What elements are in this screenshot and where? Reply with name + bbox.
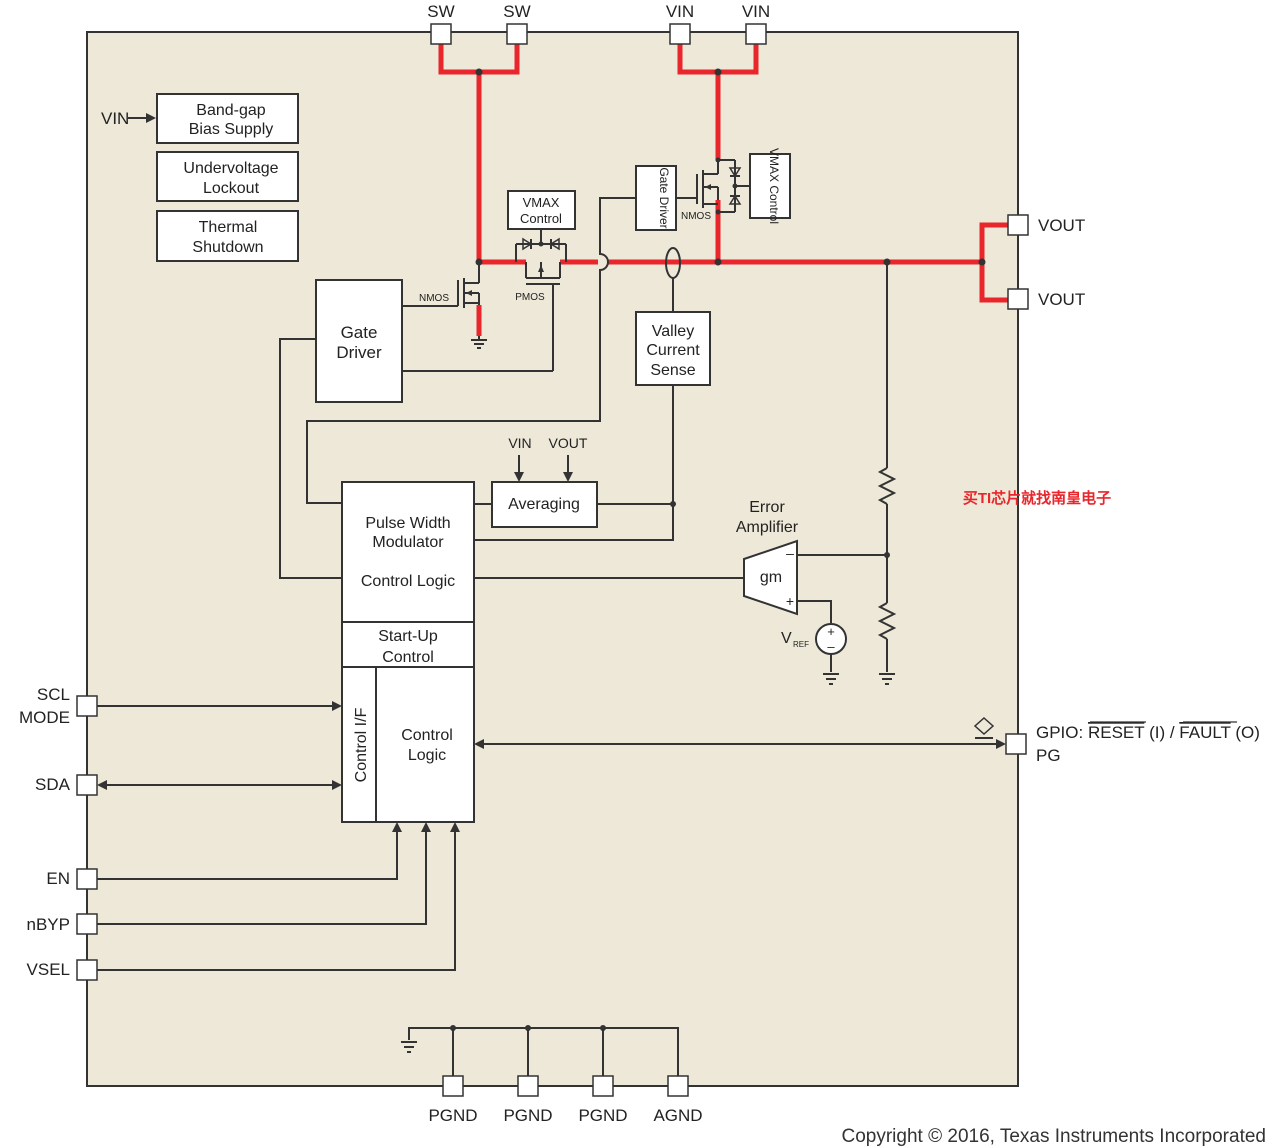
arrow-icon: [146, 113, 156, 123]
open-drain-icon: [973, 716, 995, 736]
vmax-control-block-1: [507, 190, 576, 230]
vmax-control-block-2: [749, 153, 791, 219]
pin-vout-2: [1007, 288, 1029, 310]
pmos-label: PMOS: [515, 292, 545, 303]
pin-vout-1-label: VOUT: [1038, 216, 1085, 235]
gate-driver-small-label: Gate Driver: [657, 167, 671, 228]
pin-vsel-label: VSEL: [27, 960, 70, 979]
nmos-low-side: [402, 262, 480, 308]
error-amplifier: [743, 539, 798, 616]
pin-pgnd-1: [442, 1075, 464, 1097]
pin-vin-2-label: VIN: [742, 2, 770, 21]
gate-driver-small-block: [635, 165, 677, 231]
pin-sda: [76, 774, 98, 796]
vmax-control-1-label-1: VMAX: [523, 195, 560, 210]
resistor-top: [877, 467, 897, 505]
pin-nbyp-label: nBYP: [27, 915, 70, 934]
pin-vout-1: [1007, 214, 1029, 236]
pin-agnd-label: AGND: [653, 1106, 702, 1125]
gate-driver-label-2: Driver: [336, 343, 382, 362]
pin-nbyp: [76, 913, 98, 935]
svg-text:–: –: [786, 545, 794, 561]
pin-vin-1-label: VIN: [666, 2, 694, 21]
ground-icon: [823, 673, 839, 685]
pin-pgnd-2-label: PGND: [503, 1106, 552, 1125]
pin-agnd: [667, 1075, 689, 1097]
gate-drive-wire: [306, 197, 636, 504]
pin-vin-1: [669, 23, 691, 45]
vin-input-label: VIN: [101, 109, 129, 128]
pin-gpio: [1005, 733, 1027, 755]
nmos-high-label: NMOS: [681, 211, 711, 222]
thermal-label-1: Thermal: [199, 219, 258, 236]
pin-vin-2: [745, 23, 767, 45]
pin-pgnd-2: [517, 1075, 539, 1097]
resistor-bottom: [877, 602, 897, 640]
ground-icon: [401, 1041, 417, 1053]
control-logic-label-2: Logic: [408, 747, 446, 764]
pin-scl-label: SCL: [37, 685, 70, 704]
pin-sw-2-label: SW: [503, 2, 530, 21]
pwm-control-block: [341, 481, 475, 823]
pin-en-label: EN: [46, 869, 70, 888]
pin-vsel: [76, 959, 98, 981]
watermark-text: 买TI芯片就找南皇电子: [963, 489, 1111, 507]
pin-pgnd-1-label: PGND: [428, 1106, 477, 1125]
control-logic-label-1: Control: [401, 727, 453, 744]
pin-pgnd-3-label: PGND: [578, 1106, 627, 1125]
pin-en: [76, 868, 98, 890]
vmax-control-2-label: VMAX Control: [767, 148, 781, 224]
gm-label: gm: [760, 569, 782, 586]
gate-driver-label-1: Gate: [341, 323, 378, 342]
pwm-label-2: Modulator: [372, 534, 444, 551]
startup-label-1: Start-Up: [378, 628, 438, 645]
svg-text:–: –: [827, 639, 835, 654]
ground-icon: [471, 336, 487, 349]
pin-gpio-label: GPIO: RESET (I) / FAULT (O): [1036, 723, 1260, 742]
pin-sw-1-label: SW: [427, 2, 454, 21]
pwm-label-1: Pulse Width: [365, 515, 450, 532]
nmos-label: NMOS: [419, 293, 449, 304]
vref-label: V: [781, 630, 792, 647]
bandgap-label-1: Band-gap: [196, 102, 265, 119]
bandgap-block: [156, 93, 299, 144]
pin-pgnd-3: [592, 1075, 614, 1097]
startup-label-2: Control: [382, 649, 434, 666]
svg-text:+: +: [827, 624, 835, 639]
svg-text:+: +: [786, 593, 794, 609]
valley-label-1: Valley: [652, 323, 694, 340]
ground-icon: [879, 673, 895, 685]
error-amp-label-1: Error: [749, 499, 785, 516]
valley-current-sense-block: [635, 311, 711, 386]
averaging-vout-label: VOUT: [549, 435, 588, 451]
nmos-high-side: [676, 157, 750, 215]
pmos-switch: [515, 229, 567, 371]
pin-pg-label: PG: [1036, 746, 1061, 765]
pwm-control-logic-label: Control Logic: [361, 573, 455, 590]
pin-sda-label: SDA: [35, 775, 71, 794]
pin-vout-2-label: VOUT: [1038, 290, 1085, 309]
valley-label-2: Current: [646, 342, 700, 359]
averaging-vin-label: VIN: [508, 435, 531, 451]
thermal-label-2: Shutdown: [192, 239, 263, 256]
vref-subscript: REF: [793, 640, 809, 649]
pin-mode-label: MODE: [19, 708, 70, 727]
averaging-label: Averaging: [508, 496, 580, 513]
vmax-control-1-label-2: Control: [520, 211, 562, 226]
gate-driver-block: [315, 279, 403, 403]
pin-sw-2: [506, 23, 528, 45]
thermal-block: [156, 210, 299, 262]
copyright-text: Copyright © 2016, Texas Instruments Inco…: [842, 1126, 1267, 1147]
uvlo-block: [156, 151, 299, 202]
pin-sw-1: [430, 23, 452, 45]
valley-label-3: Sense: [650, 362, 695, 379]
error-amp-label-2: Amplifier: [736, 519, 799, 536]
bandgap-label-2: Bias Supply: [189, 121, 274, 138]
pin-scl-mode: [76, 695, 98, 717]
uvlo-label-2: Lockout: [203, 180, 260, 197]
control-if-label: Control I/F: [353, 707, 370, 782]
uvlo-label-1: Undervoltage: [183, 160, 278, 177]
